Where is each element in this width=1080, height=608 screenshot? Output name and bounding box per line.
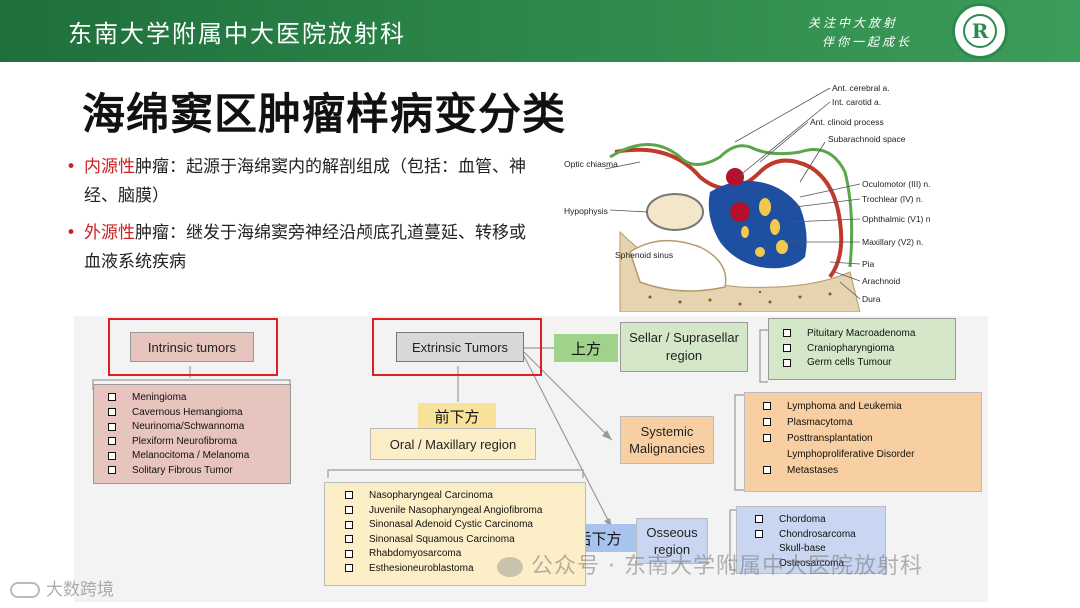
anat-label: Oculomotor (III) n. <box>862 179 930 189</box>
list-item: Plasmacytoma <box>763 415 973 431</box>
checkbox-icon <box>763 418 771 427</box>
list-item: Neurinoma/Schwannoma <box>108 420 282 435</box>
checkbox-icon <box>345 549 353 558</box>
bullet-highlight: 外源性 <box>84 223 135 243</box>
sellar-tumor-list: Pituitary Macroadenoma Craniopharyngioma… <box>768 318 956 380</box>
checkbox-icon <box>108 393 116 402</box>
extrinsic-highlight-frame <box>372 318 542 376</box>
slogan-line-1: 关注中大放射 <box>808 16 899 30</box>
wechat-watermark: 公众号 · 东南大学附属中大医院放射科 <box>497 548 923 580</box>
checkbox-icon <box>345 520 353 529</box>
list-item: Cavernous Hemangioma <box>108 406 282 421</box>
intrinsic-tumors-label: Intrinsic tumors <box>130 332 254 362</box>
osseous-tumor-list: Chordoma Chondrosarcoma Skull-base Osteo… <box>736 506 886 574</box>
slide-title: 海绵窦区肿瘤样病变分类 <box>82 90 566 140</box>
extrinsic-tumors-label: Extrinsic Tumors <box>396 332 524 362</box>
anat-label: Pia <box>862 259 875 269</box>
checkbox-icon <box>763 434 771 443</box>
bullet-intrinsic: • 内源性肿瘤：起源于海绵窦内的解剖组成（包括：血管、神经、脑膜） <box>66 153 536 211</box>
checkbox-icon <box>345 564 353 573</box>
corner-watermark: 大数跨境 <box>10 575 114 600</box>
anat-label: Optic chiasma <box>564 159 618 169</box>
intrinsic-highlight-frame <box>108 318 278 376</box>
oral-maxillary-region-label: Oral / Maxillary region <box>370 428 536 460</box>
list-item: Rhabdomyosarcoma <box>345 547 577 562</box>
checkbox-icon <box>345 535 353 544</box>
anat-label: Ant. clinoid process <box>810 117 884 127</box>
header-title: 东南大学附属中大医院放射科 <box>68 20 406 48</box>
anat-label: Maxillary (V2) n. <box>862 237 923 247</box>
list-item: Plexiform Neurofibroma <box>108 435 282 450</box>
bullet-text: 肿瘤：起源于海绵窦内的解剖组成（包括：血管、神经、脑膜） <box>84 157 526 206</box>
checkbox-icon <box>755 515 763 524</box>
list-item: Skull-base <box>779 543 826 555</box>
checkbox-icon <box>783 329 791 338</box>
list-item: Chordoma <box>755 513 877 528</box>
bullet-text: 肿瘤：继发于海绵窦旁神经沿颅底孔道蔓延、转移或血液系统疾病 <box>84 223 526 272</box>
hospital-logo: R <box>952 3 1008 59</box>
list-item: Solitary Fibrous Tumor <box>108 464 282 479</box>
list-item: Esthesioneuroblastoma <box>345 562 577 577</box>
anat-label: Dura <box>862 294 881 304</box>
list-item: Meningioma <box>108 391 282 406</box>
tag-anteroinferior: 前下方 <box>418 403 496 430</box>
cavernous-sinus-illustration: Optic chiasma Hypophysis Sphenoid sinus … <box>564 83 930 312</box>
logo-letter: R <box>971 19 989 43</box>
anat-label: Int. carotid a. <box>832 97 881 107</box>
wechat-icon <box>497 557 523 577</box>
list-item: Melanocitoma / Melanoma <box>108 449 282 464</box>
checkbox-icon <box>345 505 353 514</box>
checkbox-icon <box>108 466 116 475</box>
checkbox-icon <box>755 529 763 538</box>
systemic-tumor-list: Lymphoma and Leukemia Plasmacytoma Postt… <box>744 392 982 492</box>
logo-ring: R <box>963 14 997 48</box>
anat-label: Trochlear (IV) n. <box>862 194 923 204</box>
header-bar: 东南大学附属中大医院放射科 关注中大放射 伴你一起成长 R <box>0 0 1080 62</box>
checkbox-icon <box>108 451 116 460</box>
list-item: Pituitary Macroadenoma <box>783 327 947 342</box>
brand-icon <box>10 582 40 598</box>
list-item: Posttransplantation <box>763 431 973 447</box>
anat-label: Subarachnoid space <box>828 134 906 144</box>
anat-label: Ophthalmic (V1) n. <box>862 214 930 224</box>
checkbox-icon <box>783 343 791 352</box>
list-item: Chondrosarcoma <box>755 528 877 543</box>
oral-tumor-list: Nasopharyngeal Carcinoma Juvenile Nasoph… <box>324 482 586 586</box>
list-item: Sinonasal Adenoid Cystic Carcinoma <box>345 518 577 533</box>
bullet-marker: • <box>66 223 77 243</box>
anat-label: Hypophysis <box>564 206 608 216</box>
list-item: Juvenile Nasopharyngeal Angiofibroma <box>345 504 577 519</box>
anat-label: Sphenoid sinus <box>615 250 673 260</box>
checkbox-icon <box>108 437 116 446</box>
slogan-line-2: 伴你一起成长 <box>822 35 913 49</box>
checkbox-icon <box>108 422 116 431</box>
list-item: Sinonasal Squamous Carcinoma <box>345 533 577 548</box>
osseous-region-label: Osseous region <box>636 518 708 564</box>
bullet-highlight: 内源性 <box>84 157 135 177</box>
systemic-malignancies-label: Systemic Malignancies <box>620 416 714 464</box>
checkbox-icon <box>783 358 791 367</box>
intrinsic-tumor-list: Meningioma Cavernous Hemangioma Neurinom… <box>93 384 291 484</box>
bullet-list: • 内源性肿瘤：起源于海绵窦内的解剖组成（包括：血管、神经、脑膜） • 外源性肿… <box>66 153 536 285</box>
checkbox-icon <box>345 491 353 500</box>
sellar-region-label: Sellar / Suprasellar region <box>620 322 748 372</box>
list-item: Nasopharyngeal Carcinoma <box>345 489 577 504</box>
list-item: Germ cells Tumour <box>783 356 947 371</box>
checkbox-icon <box>763 466 771 475</box>
list-item: Lymphoproliferative Disorder <box>787 449 915 460</box>
checkbox-icon <box>108 407 116 416</box>
list-item: Metastases <box>763 463 973 479</box>
list-item: Lymphoma and Leukemia <box>763 399 973 415</box>
anat-label: Arachnoid <box>862 276 901 286</box>
bullet-marker: • <box>66 157 77 177</box>
checkbox-icon <box>763 402 771 411</box>
anat-label: Ant. cerebral a. <box>832 83 890 93</box>
tag-superior: 上方 <box>554 334 618 362</box>
list-item: Craniopharyngioma <box>783 342 947 357</box>
list-item: Osteosarcoma <box>779 557 845 569</box>
bullet-extrinsic: • 外源性肿瘤：继发于海绵窦旁神经沿颅底孔道蔓延、转移或血液系统疾病 <box>66 219 536 277</box>
